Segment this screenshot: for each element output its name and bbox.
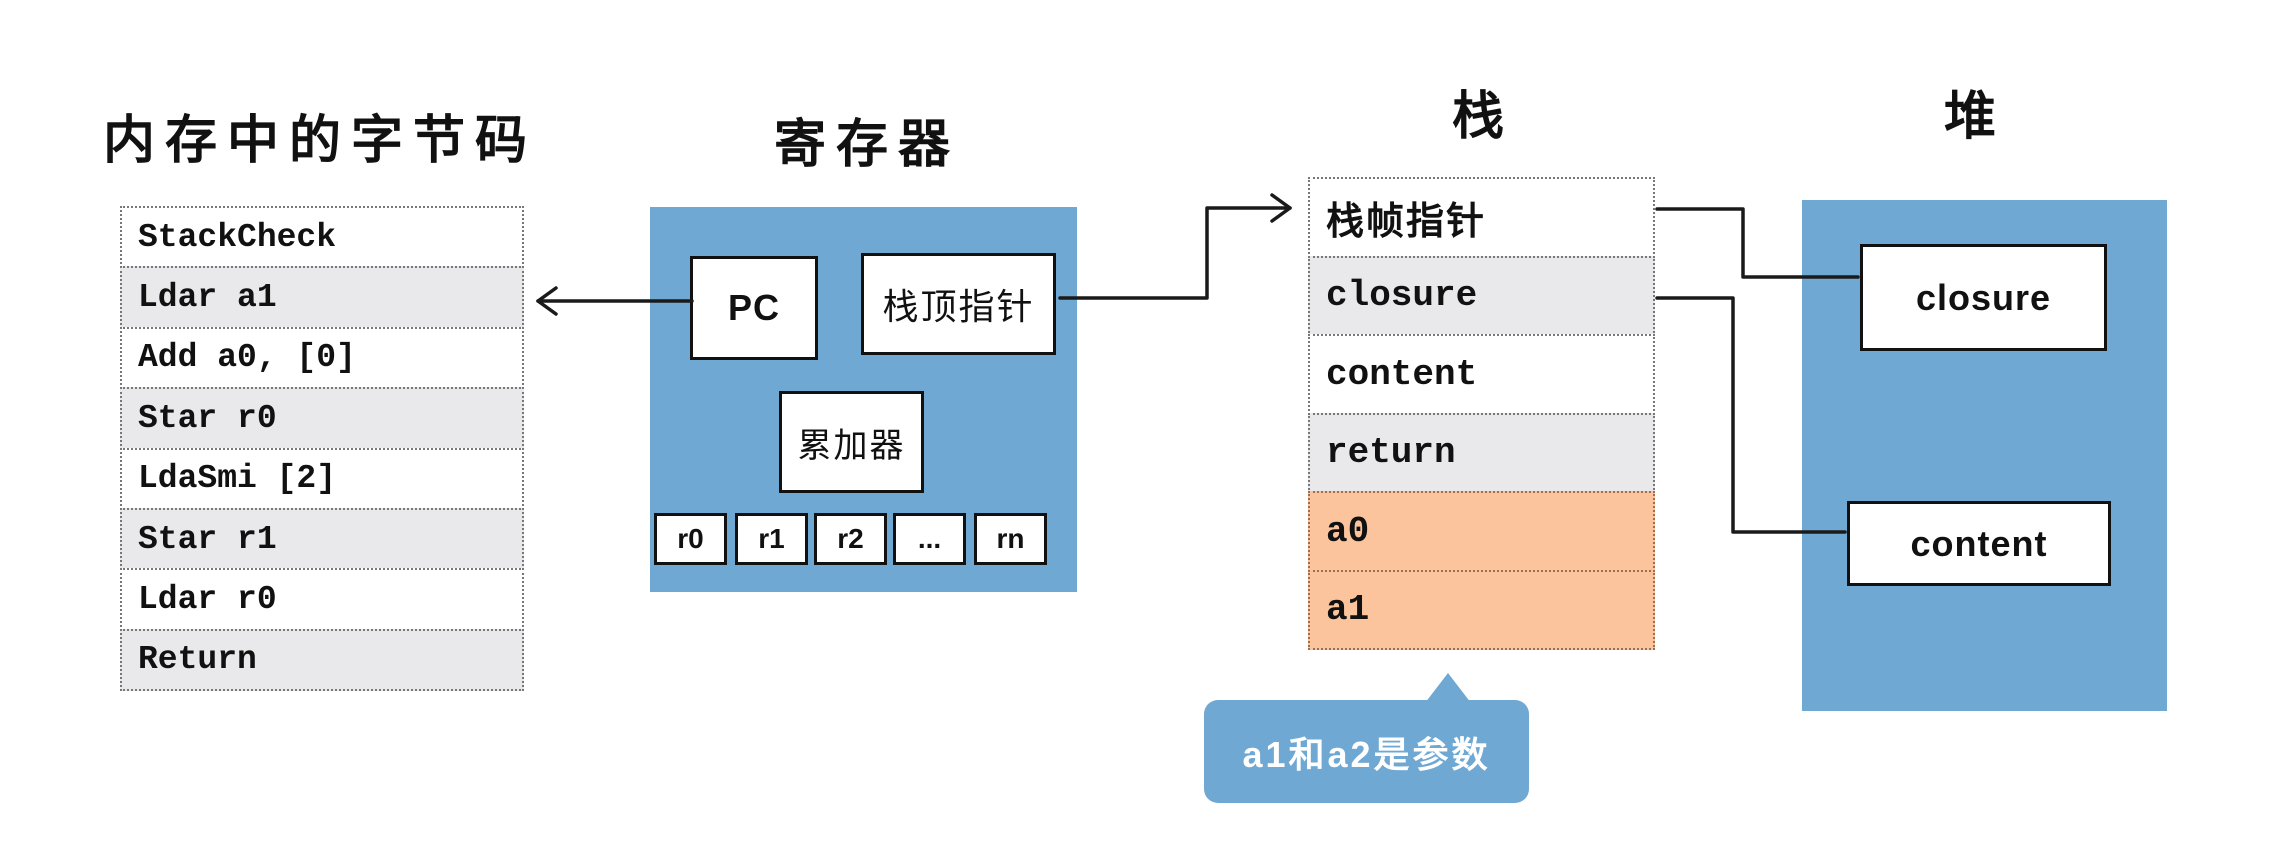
pc-register-box: PC bbox=[690, 256, 818, 360]
title-stack: 栈 bbox=[1451, 88, 1514, 146]
stack-list: 栈帧指针 closure content return a0 a1 bbox=[1308, 177, 1655, 650]
heap-panel: closure content bbox=[1802, 200, 2167, 711]
bytecode-row: Star r1 bbox=[120, 507, 524, 571]
bytecode-row: Ldar a1 bbox=[120, 266, 524, 329]
heap-closure-box: closure bbox=[1860, 244, 2107, 351]
callout-pointer bbox=[1425, 673, 1471, 703]
bytecode-list: StackCheck Ldar a1 Add a0, [0] Star r0 L… bbox=[120, 206, 524, 692]
registers-panel: PC 栈顶指针 累加器 r0 r1 r2 ... rn bbox=[650, 207, 1077, 592]
register-r1-box: r1 bbox=[735, 513, 808, 565]
bytecode-row: Add a0, [0] bbox=[120, 326, 524, 390]
bytecode-row: Star r0 bbox=[120, 387, 524, 450]
arrowhead-right-icon bbox=[1270, 193, 1292, 223]
bytecode-row: Ldar r0 bbox=[120, 568, 524, 631]
stack-row-closure: closure bbox=[1308, 255, 1655, 336]
title-bytecode-in-memory: 内存中的字节码 bbox=[103, 112, 538, 170]
bytecode-row: Return bbox=[120, 628, 524, 692]
register-r2-box: r2 bbox=[814, 513, 887, 565]
title-registers: 寄存器 bbox=[773, 116, 960, 174]
stack-row-a0: a0 bbox=[1308, 491, 1655, 572]
accumulator-box: 累加器 bbox=[779, 391, 924, 493]
register-ellipsis-box: ... bbox=[893, 513, 966, 565]
stack-top-pointer-box: 栈顶指针 bbox=[861, 253, 1056, 355]
stack-row-a1: a1 bbox=[1308, 569, 1655, 650]
title-heap: 堆 bbox=[1943, 88, 2006, 146]
stack-row-return: return bbox=[1308, 412, 1655, 493]
stack-row-frame-pointer: 栈帧指针 bbox=[1308, 177, 1655, 258]
bytecode-row: LdaSmi [2] bbox=[120, 447, 524, 510]
callout-parameters-note: a1和a2是参数 bbox=[1204, 700, 1529, 803]
register-r0-box: r0 bbox=[654, 513, 727, 565]
arrowhead-left-icon bbox=[536, 286, 558, 316]
arrow-stacktop-to-stackframe bbox=[1058, 206, 1292, 300]
heap-content-box: content bbox=[1847, 501, 2111, 586]
register-rn-box: rn bbox=[974, 513, 1047, 565]
stack-row-content: content bbox=[1308, 334, 1655, 415]
bytecode-row: StackCheck bbox=[120, 206, 524, 269]
